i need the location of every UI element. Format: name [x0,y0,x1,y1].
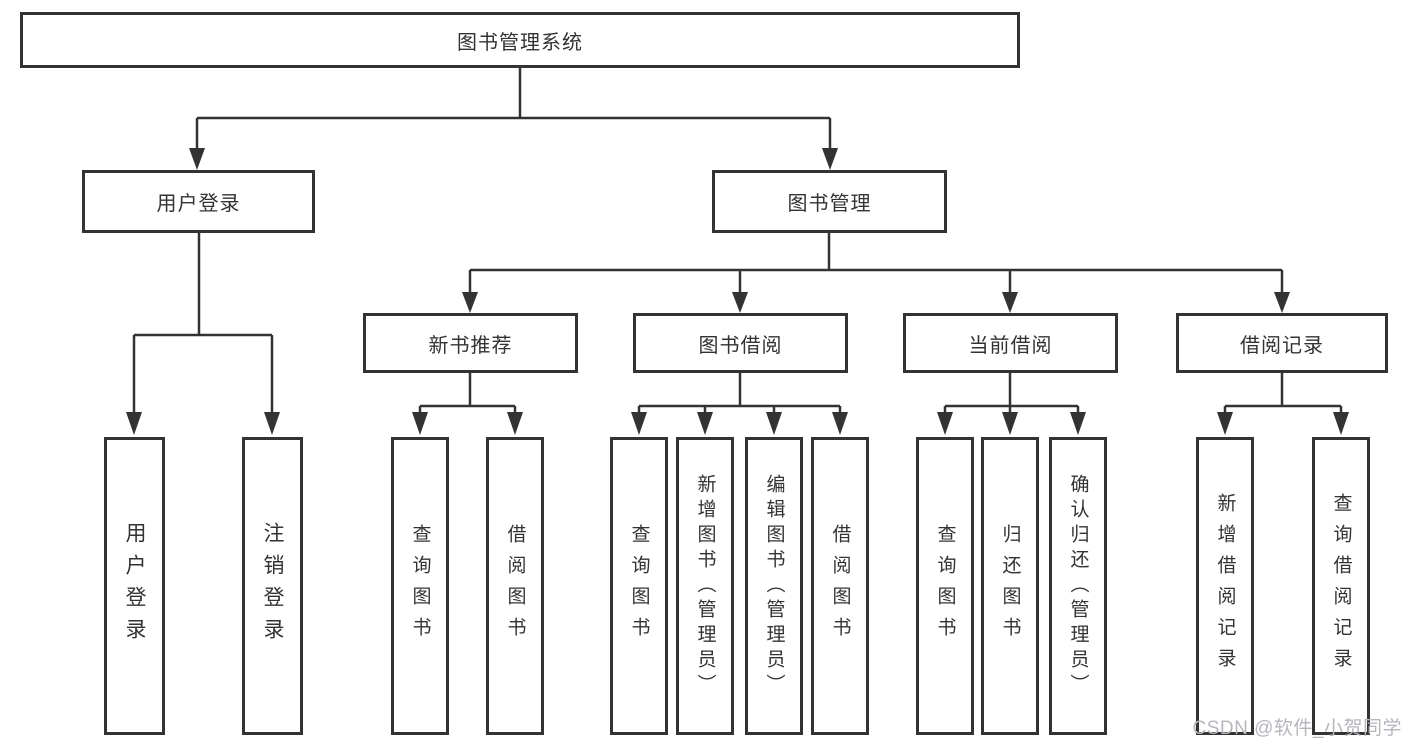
leaf-query-books-recommend: 查询图书 [391,437,449,735]
leaf-add-borrow-record: 新增借阅记录 [1196,437,1254,735]
leaf-query-books-current: 查询图书 [916,437,974,735]
csdn-watermark: CSDN @软件_小贺同学 [1192,718,1402,739]
leaf-query-books-borrowing: 查询图书 [610,437,668,735]
node-book-borrowing: 图书借阅 [633,313,848,373]
node-book-management: 图书管理 [712,170,947,233]
node-current-borrowing: 当前借阅 [903,313,1118,373]
node-user-login: 用户登录 [82,170,315,233]
leaf-user-login: 用户登录 [104,437,165,735]
leaf-edit-book-admin: 编辑图书（管理员） [745,437,803,735]
leaf-logout: 注销登录 [242,437,303,735]
leaf-borrow-books-recommend: 借阅图书 [486,437,544,735]
leaf-confirm-return-admin: 确认归还（管理员） [1049,437,1107,735]
leaf-add-book-admin: 新增图书（管理员） [676,437,734,735]
leaf-borrow-books-borrowing: 借阅图书 [811,437,869,735]
node-borrowing-records: 借阅记录 [1176,313,1388,373]
leaf-return-books: 归还图书 [981,437,1039,735]
leaf-query-borrow-record: 查询借阅记录 [1312,437,1370,735]
node-new-book-recommendation: 新书推荐 [363,313,578,373]
node-library-management-system: 图书管理系统 [20,12,1020,68]
